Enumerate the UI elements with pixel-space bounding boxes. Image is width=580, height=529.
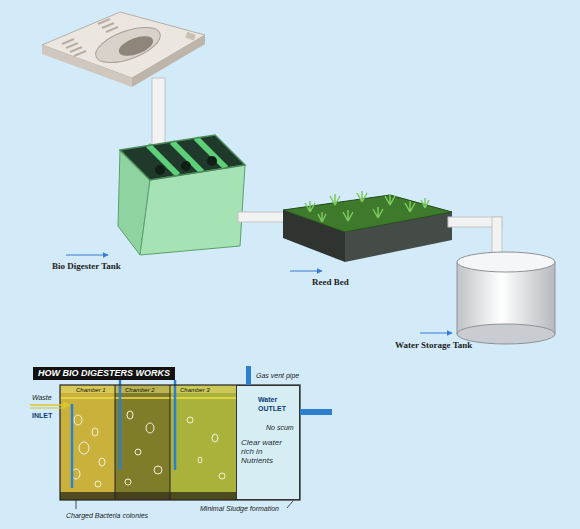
- digester-cross-section-part: [60, 397, 236, 399]
- outlet-label: Water: [258, 396, 277, 403]
- bio-digester-tank-part: [181, 161, 191, 171]
- digester-cross-section-part: [60, 492, 236, 500]
- digester-cross-section: [30, 366, 332, 509]
- title: HOW BIO DIGESTERS WORKS: [38, 368, 170, 378]
- label-arrow: [66, 255, 452, 333]
- digester-cross-section-part-part: [92, 428, 98, 436]
- digester-cross-section-part: [60, 385, 236, 393]
- reed-bed-part-part: [318, 212, 326, 222]
- squat-toilet-part: [42, 12, 205, 78]
- bio-digester-tank-part: [172, 142, 202, 172]
- digester-cross-section-part: [60, 385, 115, 500]
- inlet-label: Waste: [32, 394, 52, 401]
- reed-bed-part-part: [343, 210, 353, 221]
- title-banner: HOW BIO DIGESTERS WORKS: [33, 367, 175, 380]
- digester-cross-section-part-part: [135, 449, 141, 455]
- squat-toilet-part: [116, 32, 155, 59]
- water-storage-tank: [457, 252, 555, 344]
- label-arrow-part: [290, 271, 322, 272]
- digester-cross-section-part-part: [198, 457, 202, 463]
- digester-cross-section-part: [115, 385, 170, 500]
- digester-cross-section-part-part: [174, 380, 177, 470]
- digester-cross-section-part: [72, 380, 175, 488]
- water-storage-tank-part: [457, 262, 555, 334]
- digester-cross-section-part: [30, 408, 66, 409]
- digester-cross-section-part-part: [125, 479, 131, 485]
- squat-toilet-part: [185, 32, 196, 41]
- bio-digester-tank-part: [120, 135, 245, 180]
- reed-bed-part-part: [385, 194, 395, 205]
- note: Minimal Sludge formation: [200, 505, 279, 512]
- reed-bed-part-part: [357, 191, 367, 202]
- pipe-label: Gas vent pipe: [256, 372, 299, 379]
- digester-cross-section-part-part: [79, 442, 89, 454]
- digester-cross-section-part-part: [119, 380, 122, 470]
- chamber-label: Chamber 2: [125, 387, 155, 393]
- reed-bed-part-part: [405, 201, 415, 212]
- reed-bed-part-part: [305, 201, 315, 212]
- label-arrow-part: [420, 333, 452, 334]
- digester-cross-section-part: [287, 501, 293, 508]
- note: Charged Bacteria colonies: [66, 512, 148, 519]
- pipe: [238, 212, 288, 222]
- digester-cross-section-part: [246, 366, 251, 386]
- chamber-label: Chamber 1: [76, 387, 106, 393]
- pipe: [152, 78, 165, 153]
- outlet-label: OUTLET: [258, 405, 286, 412]
- squat-toilet-part: [98, 19, 118, 32]
- digester-cross-section-part-part: [146, 423, 154, 433]
- component-label: Bio Digester Tank: [52, 261, 121, 271]
- node-text: Clear water rich in Nutrients: [237, 438, 299, 466]
- note: No scum: [266, 424, 294, 431]
- digester-cross-section-part: [72, 411, 225, 487]
- digester-cross-section-part-part: [95, 481, 101, 487]
- label-arrow-part: [66, 255, 108, 256]
- digester-cross-section-part-part: [74, 415, 82, 425]
- reed-bed-part: [305, 191, 429, 222]
- reed-bed-part-part: [330, 194, 340, 205]
- digester-cross-section-part: [30, 404, 70, 406]
- bio-digester-tank: [118, 135, 245, 255]
- component-label: Water Storage Tank: [395, 340, 472, 350]
- component-label: Reed Bed: [312, 277, 349, 287]
- water-storage-tank-part: [457, 262, 555, 334]
- digester-cross-section-part: [115, 385, 170, 500]
- water-storage-tank-part: [555, 262, 556, 334]
- water-storage-tank-part: [457, 252, 555, 272]
- squat-toilet-part: [62, 39, 86, 56]
- reed-bed-part: [283, 195, 452, 232]
- digester-cross-section-part-part: [99, 458, 105, 466]
- digester-cross-section-part-part: [127, 411, 133, 419]
- digester-cross-section-part-part: [154, 466, 162, 474]
- digester-cross-section-part-part: [115, 385, 116, 500]
- chamber-label: Chamber 3: [180, 387, 210, 393]
- digester-cross-section-part: [76, 500, 77, 509]
- reed-bed: [283, 191, 452, 262]
- water-storage-tank-part: [457, 262, 458, 334]
- digester-cross-section-part-part: [170, 385, 171, 500]
- digester-cross-section-part-part: [187, 417, 193, 423]
- digester-cross-section-part: [60, 385, 300, 500]
- bio-digester-tank-part: [148, 145, 178, 175]
- digester-cross-section-part-part: [219, 473, 225, 479]
- bio-digester-tank-part: [207, 156, 217, 166]
- reed-bed-part-part: [421, 198, 429, 208]
- digester-cross-section-part: [170, 385, 236, 500]
- squat-toilet: [42, 12, 205, 87]
- inlet-label: INLET: [32, 412, 52, 419]
- digester-cross-section-part-part: [71, 404, 74, 488]
- digester-cross-section-part: [300, 409, 332, 415]
- digester-cross-section-part-part: [212, 434, 218, 442]
- bio-digester-tank-part: [155, 165, 165, 175]
- reed-bed-part-part: [373, 207, 383, 218]
